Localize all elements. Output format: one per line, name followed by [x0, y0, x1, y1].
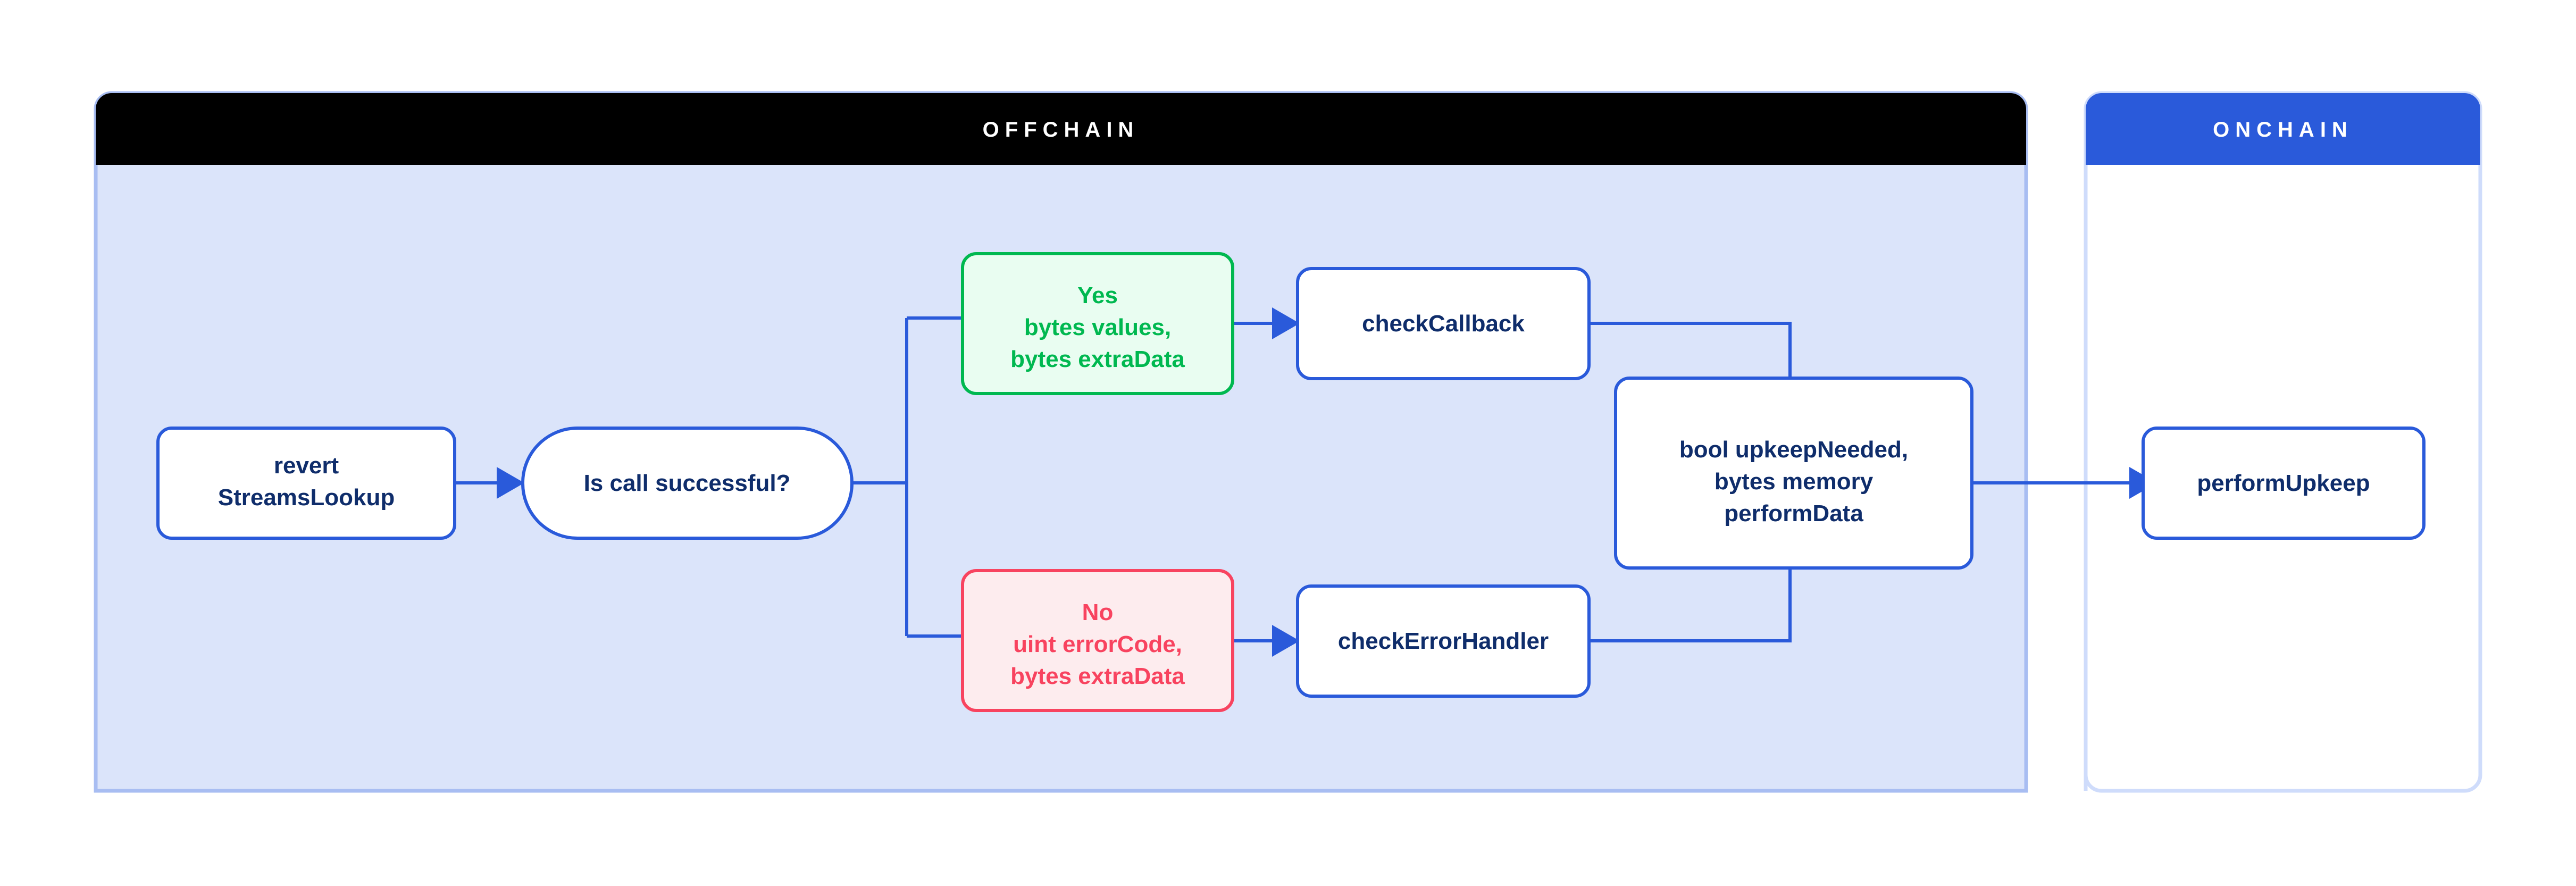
node-no-error-line3: bytes extraData	[1010, 663, 1185, 689]
node-is-call-successful-box[interactable]	[521, 427, 854, 540]
node-no-error-line2: uint errorCode,	[1013, 631, 1182, 657]
node-upkeep-result-line3: performData	[1724, 500, 1863, 526]
connectors-group	[455, 307, 2157, 657]
node-revert-streamslookup-line1: revert	[274, 453, 339, 479]
node-upkeep-result[interactable]: bool upkeepNeeded, bytes memory performD…	[1614, 377, 1973, 570]
offchain-title: OFFCHAIN	[983, 118, 1140, 141]
node-yes-success-line1: Yes	[1077, 282, 1118, 308]
node-is-call-successful[interactable]: Is call successful?	[521, 427, 854, 540]
node-revert-streamslookup[interactable]: revert StreamsLookup	[156, 427, 456, 540]
node-upkeep-result-line2: bytes memory	[1714, 469, 1874, 495]
node-upkeep-result-line1: bool upkeepNeeded,	[1679, 437, 1908, 463]
node-yes-success-box[interactable]	[961, 252, 1234, 395]
node-check-error-handler-label: checkErrorHandler	[1338, 628, 1549, 654]
node-yes-success-line3: bytes extraData	[1010, 346, 1185, 372]
node-no-error[interactable]: No uint errorCode, bytes extraData	[961, 569, 1234, 712]
node-check-callback[interactable]: checkCallback	[1296, 267, 1591, 380]
offchain-panel-header	[96, 93, 2026, 165]
arrowhead-revert-to-decision	[497, 467, 524, 499]
edge-checkerrorhandler-to-result	[1589, 568, 1792, 642]
arrowhead-no-to-checkerrorhandler	[1272, 625, 1300, 657]
onchain-panel-header	[2086, 93, 2480, 165]
node-check-callback-label: checkCallback	[1362, 311, 1525, 337]
node-revert-streamslookup-box[interactable]	[156, 427, 456, 540]
node-upkeep-result-box[interactable]	[1614, 377, 1973, 570]
edge-checkcallback-to-result	[1589, 322, 1792, 378]
node-check-error-handler[interactable]: checkErrorHandler	[1296, 584, 1591, 698]
node-is-call-successful-label: Is call successful?	[584, 470, 791, 496]
node-yes-success-line2: bytes values,	[1024, 314, 1171, 340]
node-yes-success[interactable]: Yes bytes values, bytes extraData	[961, 252, 1234, 395]
node-check-error-handler-box[interactable]	[1296, 584, 1591, 698]
node-no-error-box[interactable]	[961, 569, 1234, 712]
node-perform-upkeep[interactable]: performUpkeep	[2142, 427, 2426, 540]
node-revert-streamslookup-line2: StreamsLookup	[218, 484, 395, 511]
onchain-title: ONCHAIN	[2213, 118, 2353, 141]
node-check-callback-box[interactable]	[1296, 267, 1591, 380]
node-perform-upkeep-label: performUpkeep	[2197, 470, 2370, 496]
node-no-error-line1: No	[1082, 599, 1114, 625]
arrowhead-yes-to-checkcallback	[1272, 307, 1300, 339]
node-perform-upkeep-box[interactable]	[2142, 427, 2426, 540]
